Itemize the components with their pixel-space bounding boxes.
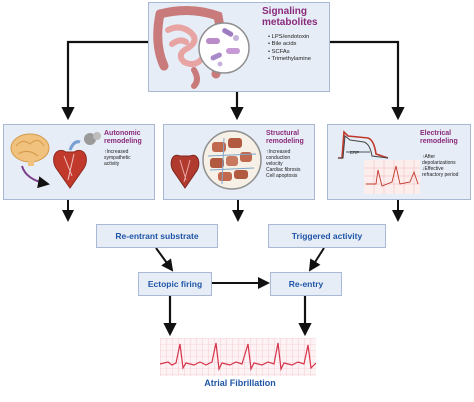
signaling-metabolite-list: • LPS/endotoxin • Bile acids • SCFAs • T…: [268, 34, 311, 64]
ecg-icon: [160, 338, 316, 376]
signaling-title: Signaling metabolites: [262, 6, 318, 28]
metabolite-item: • SCFAs: [268, 48, 290, 55]
reentrant-substrate-node: Re-entrant substrate: [96, 224, 218, 248]
action-potential-icon: [338, 130, 389, 159]
ectopic-firing-node: Ectopic firing: [138, 272, 212, 296]
autonomic-title: Autonomic remodeling: [104, 130, 142, 145]
autonomic-description: ↑Increased sympathetic activity: [104, 149, 131, 167]
brain-icon: [10, 133, 50, 166]
electrical-description: ↑After depolarizations ↓Effective refrac…: [422, 154, 459, 178]
triggered-activity-node: Triggered activity: [268, 224, 386, 248]
erp-label: ERP: [350, 150, 360, 155]
heart-icon: [53, 140, 87, 189]
ecg-trace-icon: [364, 160, 420, 194]
metabolite-item: • Bile acids: [268, 41, 297, 48]
fibrosis-cells-icon: [202, 130, 262, 190]
structural-title: Structural remodeling: [266, 130, 304, 145]
metabolite-item: • LPS/endotoxin: [268, 34, 310, 40]
electrical-title: Electrical remodeling: [420, 130, 458, 145]
nerve-signal-icon: [84, 132, 101, 145]
bacteria-icon: [198, 22, 250, 74]
brain-heart-illustration: [10, 133, 87, 189]
metabolite-item: • Trimethylamine: [268, 56, 311, 63]
reentry-node: Re-entry: [270, 272, 342, 296]
atrial-fibrillation-label: Atrial Fibrillation: [204, 378, 276, 388]
heart-icon: [170, 154, 200, 189]
structural-description: ↑Increased conduction velocity Cardiac f…: [266, 149, 301, 179]
